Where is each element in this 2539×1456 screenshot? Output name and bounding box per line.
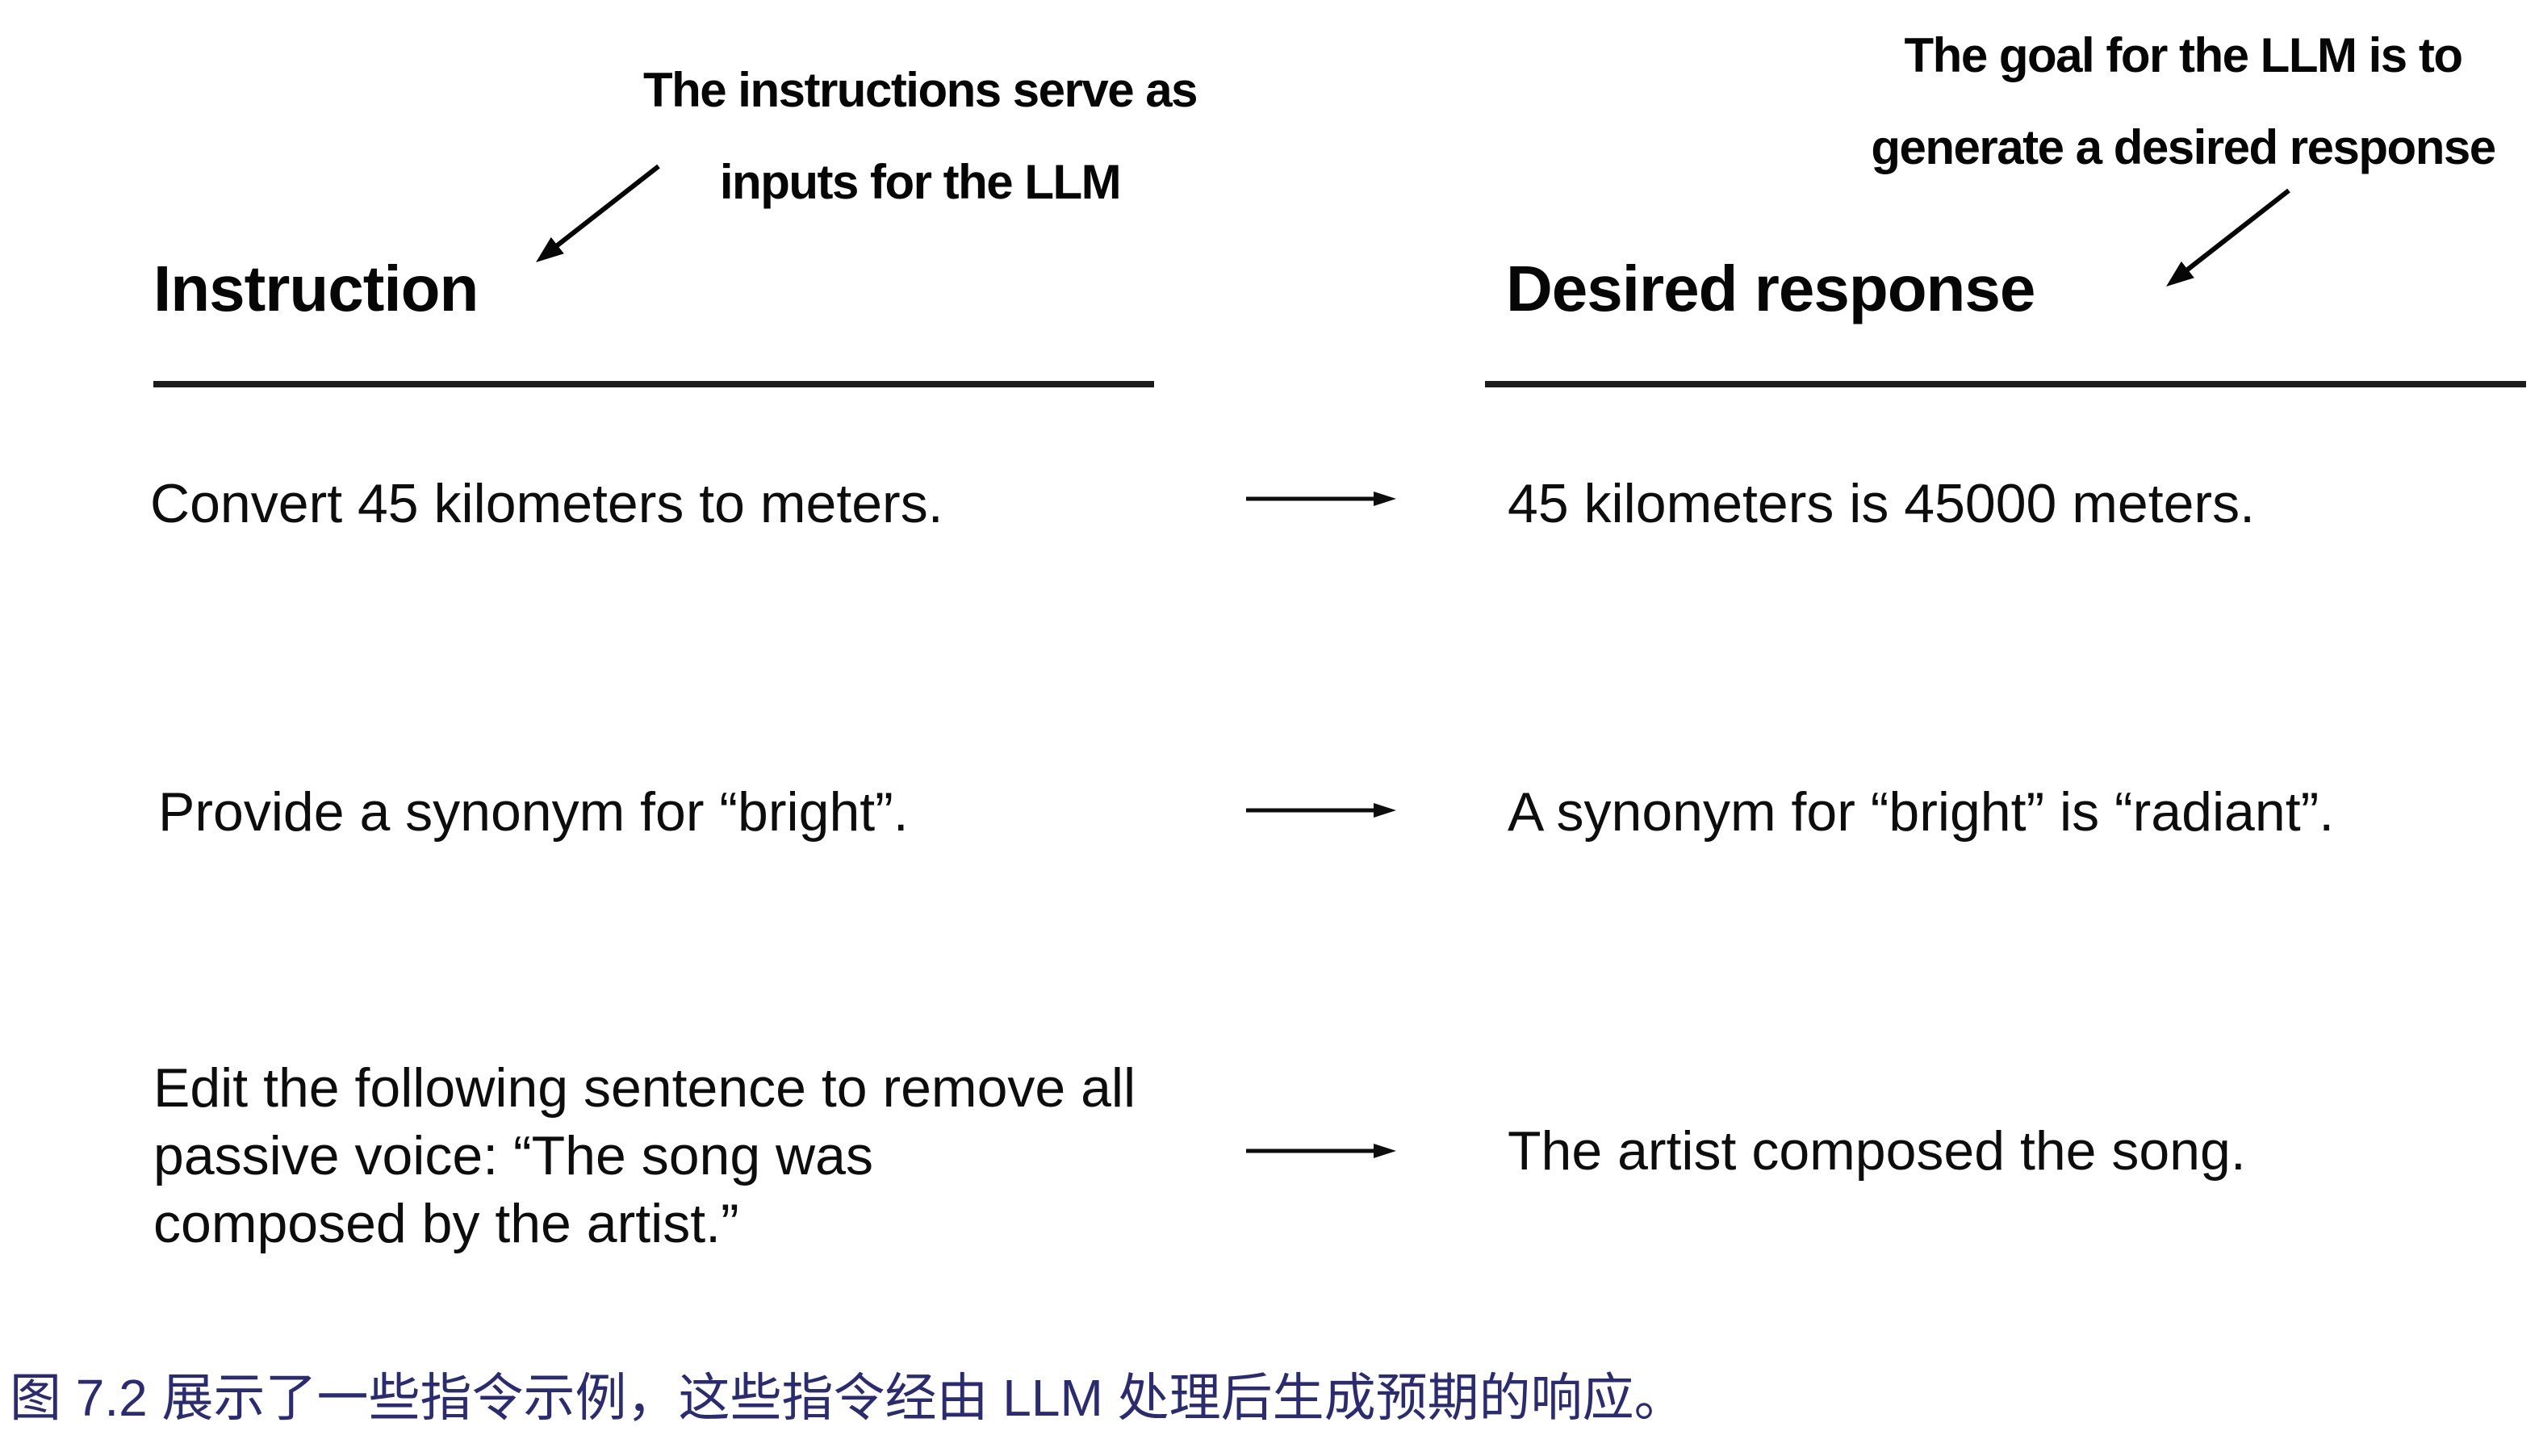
- left-callout: The instructions serve as inputs for the…: [517, 44, 1324, 228]
- response-column-header: Desired response: [1506, 253, 2035, 324]
- down-left-arrow-icon: [2166, 188, 2290, 287]
- right-arrow-icon: [1246, 1144, 1396, 1158]
- response-header-rule: [1485, 381, 2526, 387]
- instruction-cell: Convert 45 kilometers to meters.: [150, 473, 943, 534]
- instruction-header-rule: [153, 381, 1154, 387]
- right-arrow-icon: [1246, 803, 1396, 818]
- instruction-cell: Provide a synonym for “bright”.: [158, 781, 909, 843]
- right-callout: The goal for the LLM is to generate a de…: [1771, 10, 2539, 194]
- response-cell: 45 kilometers is 45000 meters.: [1508, 473, 2255, 534]
- figure-caption: 图 7.2 展示了一些指令示例，这些指令经由 LLM 处理后生成预期的响应。: [10, 1369, 1686, 1427]
- response-cell: A synonym for “bright” is “radiant”.: [1508, 781, 2335, 843]
- left-callout-line2: inputs for the LLM: [719, 155, 1122, 209]
- response-cell: The artist composed the song.: [1508, 1120, 2246, 1182]
- right-callout-line1: The goal for the LLM is to: [1904, 28, 2463, 82]
- right-arrow-icon: [1246, 492, 1396, 506]
- left-callout-line1: The instructions serve as: [642, 63, 1198, 117]
- down-left-arrow-icon: [536, 164, 660, 262]
- instruction-column-header: Instruction: [153, 253, 479, 324]
- right-callout-line2: generate a desired response: [1871, 120, 2496, 174]
- instruction-cell: Edit the following sentence to remove al…: [153, 1057, 1136, 1254]
